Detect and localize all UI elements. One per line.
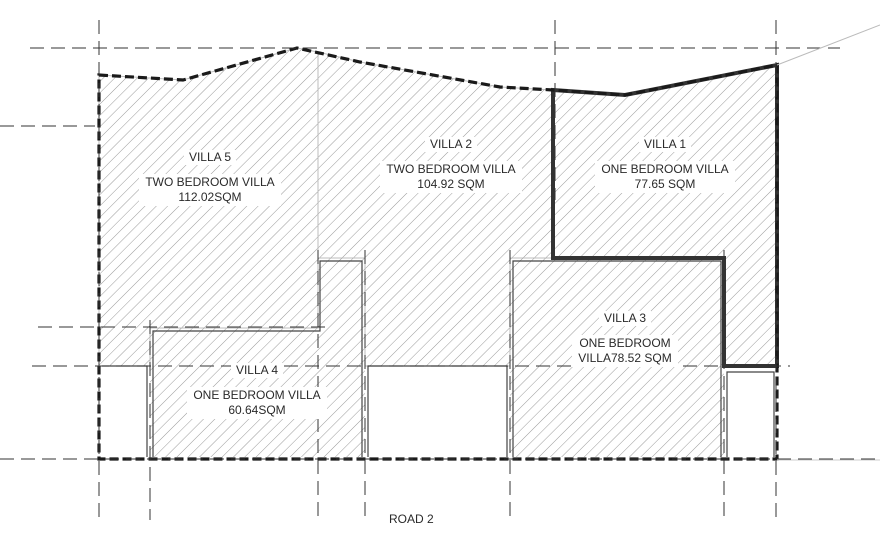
villa-4-label: VILLA 4 ONE BEDROOM VILLA 60.64SQM bbox=[172, 363, 342, 419]
villa-1-area bbox=[553, 65, 777, 366]
property-line bbox=[776, 24, 880, 66]
villa-type: TWO BEDROOM VILLA bbox=[145, 175, 275, 189]
villa-2-label: VILLA 2 TWO BEDROOM VILLA 104.92 SQM bbox=[366, 137, 536, 193]
villa-type: ONE BEDROOM VILLA bbox=[601, 162, 729, 176]
villa-name: VILLA 2 bbox=[424, 137, 478, 152]
villa-area: VILLA78.52 SQM bbox=[578, 351, 672, 365]
villa-name: VILLA 4 bbox=[230, 363, 284, 378]
grid-guides bbox=[0, 20, 880, 520]
villa-type: ONE BEDROOM VILLA bbox=[193, 388, 321, 402]
villa-name: VILLA 1 bbox=[638, 137, 692, 152]
villa-area: 104.92 SQM bbox=[417, 177, 485, 191]
villa-area: 60.64SQM bbox=[228, 403, 286, 417]
villa-type: TWO BEDROOM VILLA bbox=[386, 162, 516, 176]
villa-name: VILLA 5 bbox=[183, 150, 237, 165]
site-boundary bbox=[97, 46, 779, 461]
villa-area: 77.65 SQM bbox=[634, 177, 696, 191]
villa-1-label: VILLA 1 ONE BEDROOM VILLA 77.65 SQM bbox=[580, 137, 750, 193]
villa-5-label: VILLA 5 TWO BEDROOM VILLA 112.02SQM bbox=[120, 150, 300, 206]
road-label: ROAD 2 bbox=[389, 512, 434, 526]
villa-area: 112.02SQM bbox=[178, 190, 242, 204]
villa-3-label: VILLA 3 ONE BEDROOM VILLA78.52 SQM bbox=[540, 311, 710, 367]
villa-name: VILLA 3 bbox=[598, 311, 652, 326]
villa-5-area bbox=[98, 47, 319, 367]
villa-type: ONE BEDROOM bbox=[579, 336, 671, 350]
